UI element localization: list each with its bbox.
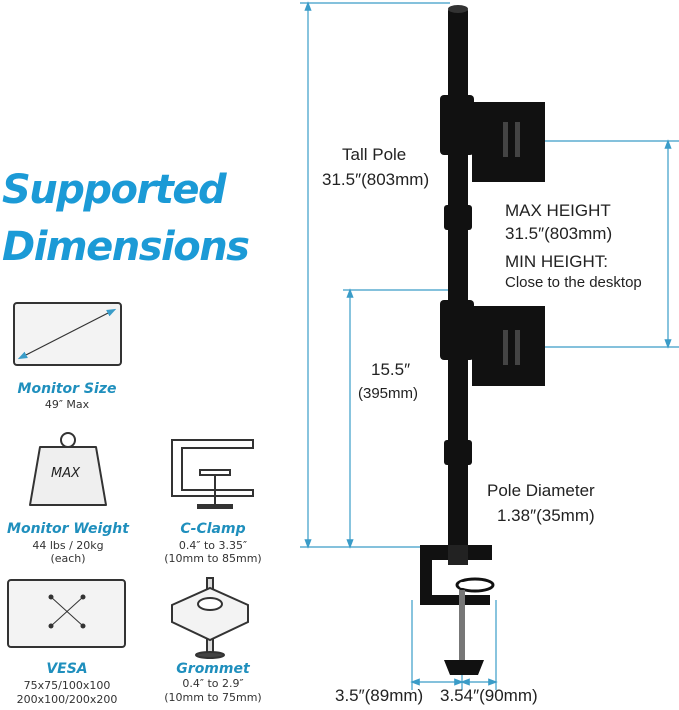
title-line-2: Dimensions xyxy=(2,224,250,270)
spec-monitor-size-label: Monitor Size xyxy=(17,381,117,397)
weight-icon xyxy=(29,432,107,506)
max-height-label: MAX HEIGHT xyxy=(505,201,611,220)
spec-vesa-line-2: 200x100/200x200 xyxy=(16,693,118,706)
max-height-value: 31.5″(803mm) xyxy=(505,224,613,243)
spec-vesa-line-1: 75x75/100x100 xyxy=(23,679,111,692)
c-clamp-icon xyxy=(171,439,254,509)
monitor-stand xyxy=(420,5,545,675)
clamp-depth-value: 3.5″(89mm) xyxy=(335,686,424,705)
vesa-icon xyxy=(7,579,126,648)
monitor-size-icon xyxy=(13,302,122,366)
min-height-label: MIN HEIGHT: xyxy=(505,252,608,271)
spec-monitor-weight-note: (each) xyxy=(50,552,86,565)
spec-monitor-weight-label: Monitor Weight xyxy=(7,521,129,537)
pole-diameter-label: Pole Diameter xyxy=(487,481,595,500)
spec-c-clamp-inch: 0.4″ to 3.35″ xyxy=(178,539,248,552)
pole-diameter-value: 1.38″(35mm) xyxy=(497,506,595,525)
spec-monitor-weight-value: 44 lbs / 20kg xyxy=(32,539,104,552)
min-height-value: Close to the desktop xyxy=(505,274,642,291)
lower-height-metric: (395mm) xyxy=(358,385,419,402)
spec-vesa-label: VESA xyxy=(46,661,88,677)
tall-pole-label: Tall Pole xyxy=(342,145,407,164)
title-line-1: Supported xyxy=(2,167,227,213)
spec-grommet-label: Grommet xyxy=(176,661,250,677)
spec-grommet-mm: (10mm to 75mm) xyxy=(164,691,262,704)
lower-height-value: 15.5″ xyxy=(371,360,411,379)
spec-c-clamp-mm: (10mm to 85mm) xyxy=(164,552,262,565)
spec-monitor-size-value: 49″ Max xyxy=(44,398,90,411)
weight-icon-text: MAX xyxy=(51,466,81,481)
grommet-icon xyxy=(171,577,249,659)
spec-c-clamp-label: C-Clamp xyxy=(180,521,246,537)
spec-grommet-inch: 0.4″ to 2.9″ xyxy=(182,677,244,690)
tall-pole-value: 31.5″(803mm) xyxy=(322,170,430,189)
clamp-width-value: 3.54″(90mm) xyxy=(440,686,538,705)
